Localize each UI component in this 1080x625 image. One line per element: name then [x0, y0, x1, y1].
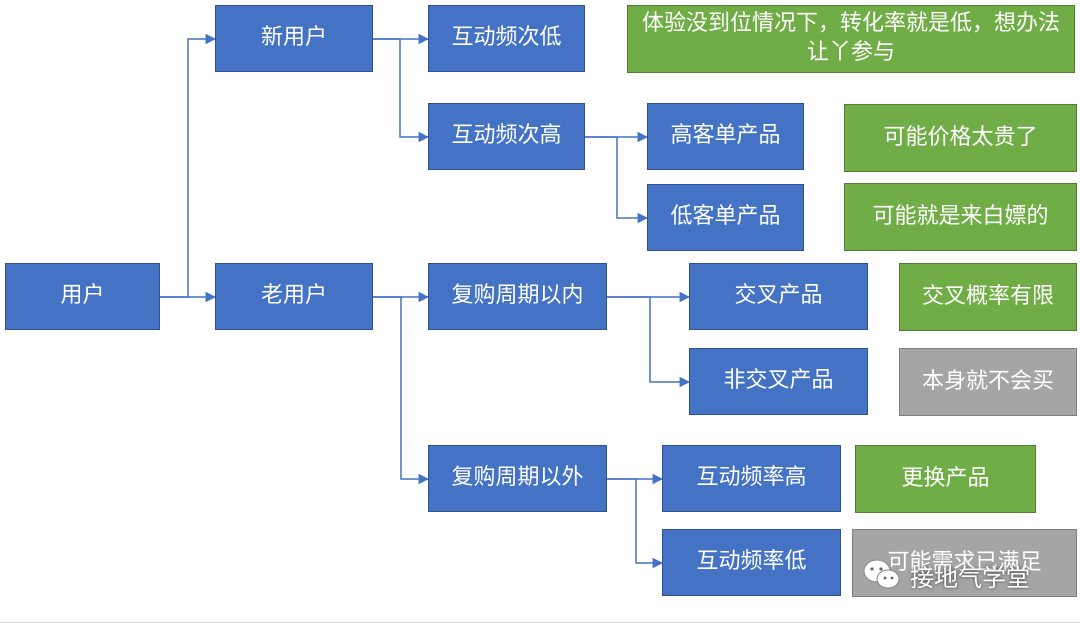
bottom-divider: [0, 622, 1080, 623]
node-high-ticket: 高客单产品: [647, 103, 804, 170]
note-cross: 交叉概率有限: [899, 263, 1077, 331]
wechat-icon: [863, 559, 900, 589]
node-low-ticket: 低客单产品: [647, 184, 804, 251]
note-non-cross: 本身就不会买: [899, 348, 1077, 416]
node-old-user: 老用户: [215, 263, 373, 330]
node-beyond-cycle: 复购周期以外: [428, 445, 607, 512]
node-new-user: 新用户: [215, 5, 373, 72]
node-high-interaction: 互动频次高: [428, 103, 585, 170]
connector-within-noncross: [607, 296, 691, 388]
node-low-interaction: 互动频次低: [428, 5, 585, 72]
node-high-rate: 互动频率高: [662, 445, 841, 512]
connector-new-high: [373, 38, 430, 143]
node-within-cycle: 复购周期以内: [428, 263, 607, 330]
connector-high-lowticket: [585, 136, 649, 224]
connector-user-new: [160, 33, 217, 298]
connector-beyond-low: [607, 478, 664, 569]
connector-old-beyond: [373, 296, 430, 485]
node-low-rate: 互动频率低: [662, 529, 841, 596]
node-non-cross-product: 非交叉产品: [689, 348, 868, 415]
note-high-ticket: 可能价格太贵了: [844, 104, 1077, 172]
node-user: 用户: [5, 263, 160, 330]
node-cross-product: 交叉产品: [689, 263, 868, 330]
watermark: 接地气学堂: [862, 553, 1030, 597]
watermark-text: 接地气学堂: [910, 563, 1030, 592]
note-high-rate: 更换产品: [855, 445, 1036, 513]
note-low-interaction: 体验没到位情况下，转化率就是低，想办法让丫参与: [627, 5, 1075, 73]
note-low-ticket: 可能就是来白嫖的: [844, 183, 1077, 251]
